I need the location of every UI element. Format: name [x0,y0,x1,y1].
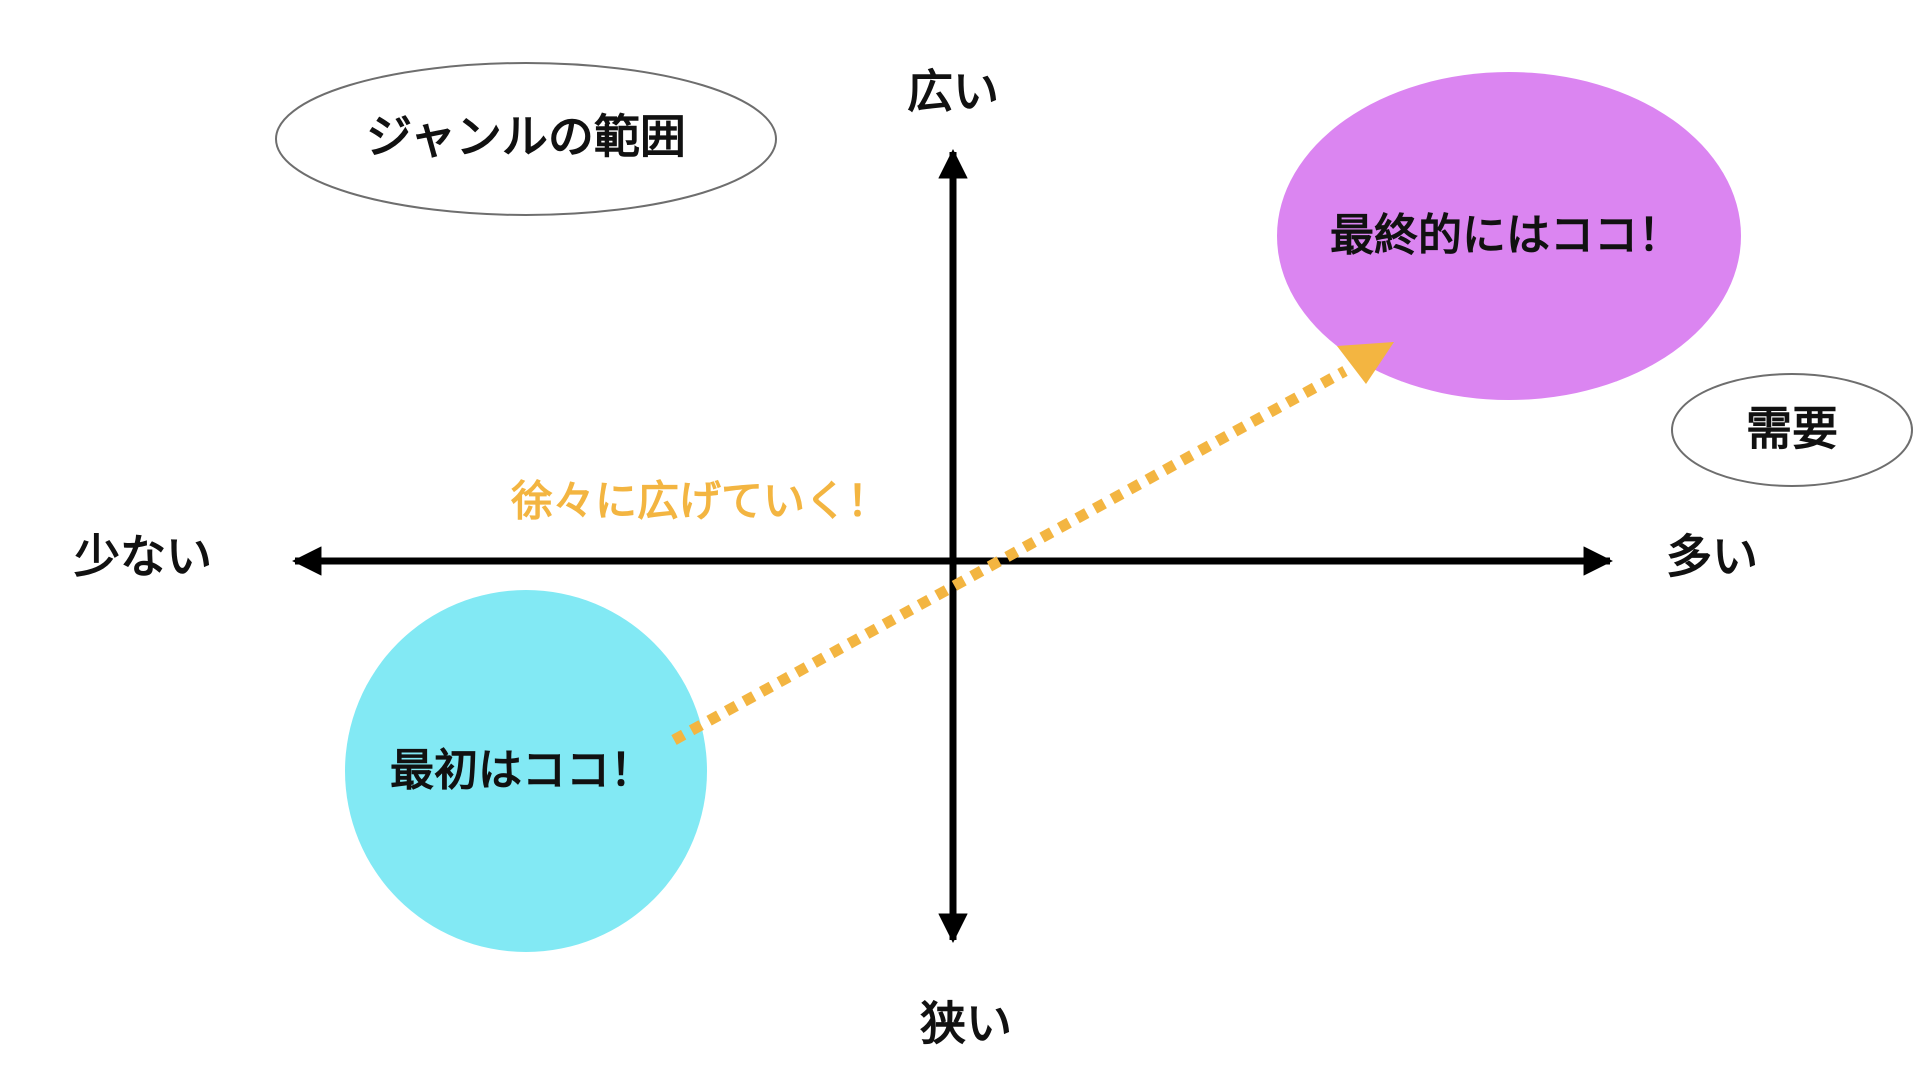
goal-bubble-shape [1277,72,1741,400]
vertical-axis-title: ジャンルの範囲 [275,62,777,216]
goal-bubble-label: 最終的にはココ！ [1330,210,1682,261]
start-bubble-shape [345,590,707,952]
goal-bubble: 最終的にはココ！ [1277,72,1741,400]
horizontal-axis-title-label: 需要 [1746,402,1838,456]
horizontal-axis-title-outline [1671,373,1913,487]
horizontal-axis-right-label: 多い [1666,530,1758,584]
horizontal-axis-left-label: 少ない [74,530,212,584]
horizontal-axis-title: 需要 [1671,373,1913,487]
growth-arrow-note: 徐々に広げていく！ [510,477,889,526]
vertical-axis-top-label: 広い [907,65,999,119]
growth-arrow-head [1337,342,1394,384]
growth-arrow [671,342,1394,745]
start-bubble: 最初はココ！ [345,590,707,952]
vertical-axis-title-outline [275,62,777,216]
vertical-axis-bottom-label: 狭い [920,997,1012,1051]
vertical-axis-title-label: ジャンルの範囲 [366,110,686,164]
start-bubble-label: 最初はココ！ [390,745,654,796]
growth-arrow-line [671,366,1348,745]
